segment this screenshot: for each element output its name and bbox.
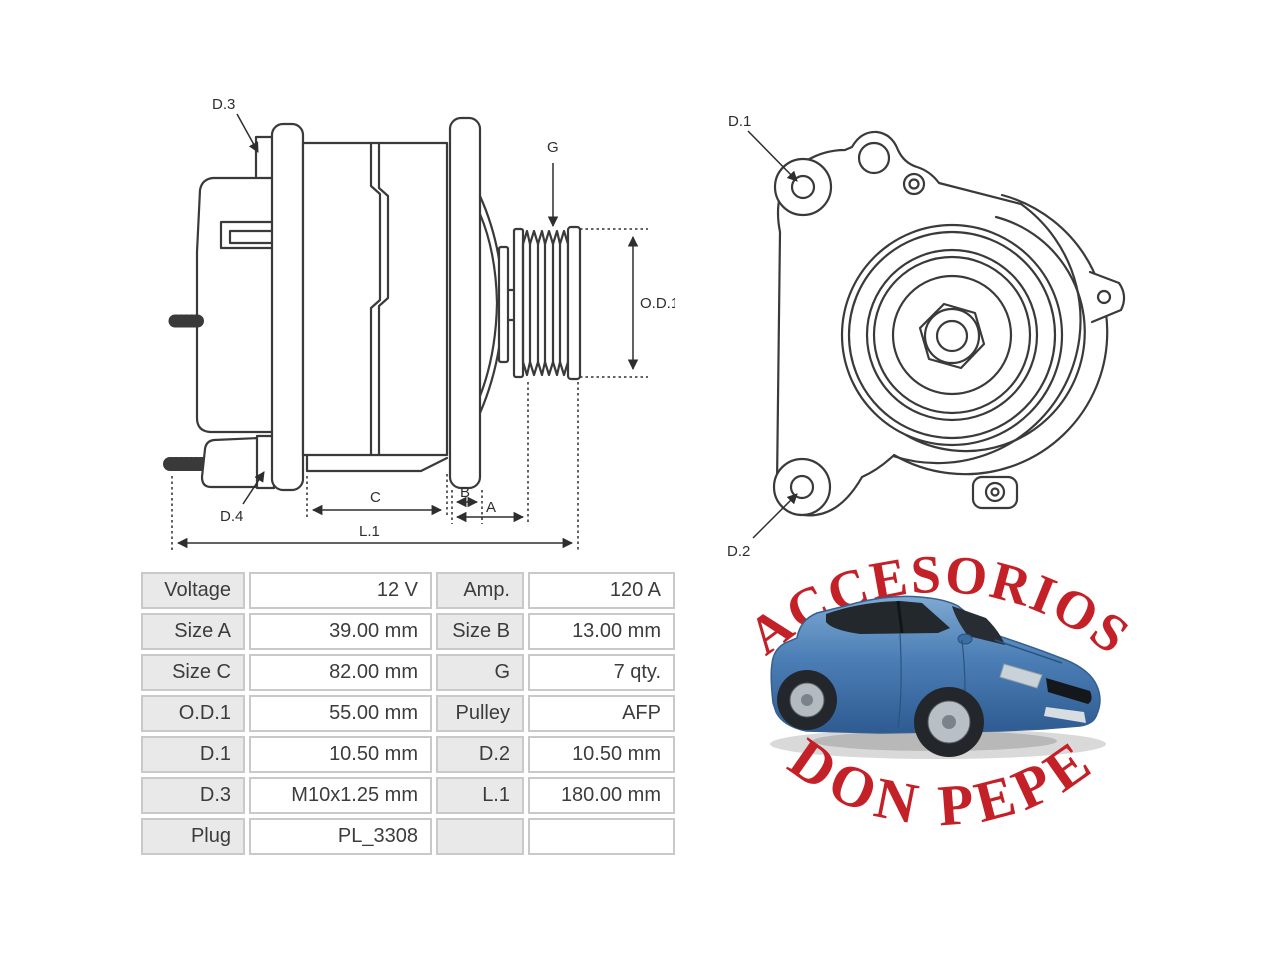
- spec-row: Size C 82.00 mm G 7 qty.: [141, 654, 675, 691]
- label-l1: L.1: [359, 523, 380, 540]
- side-view-dimension-labels: D.3 D.4 G O.D.1 C B A L.1: [212, 96, 675, 540]
- alternator-front-view-drawing: D.1 D.2: [727, 113, 1126, 560]
- alternator-side-body: [163, 116, 582, 492]
- label-b: B: [460, 484, 470, 501]
- front-view-leaders: [747, 130, 798, 539]
- car-image: [770, 595, 1106, 759]
- label-g: G: [547, 139, 559, 156]
- spec-value-cell: 13.00 mm: [528, 613, 675, 650]
- spec-table: Voltage 12 V Amp. 120 A Size A 39.00 mm …: [137, 568, 679, 859]
- car-windshield: [952, 606, 1005, 645]
- alternator-side-view-drawing: D.3 D.4 G O.D.1 C B A L.1: [163, 96, 675, 552]
- spec-label-cell: D.2: [436, 736, 524, 773]
- spec-value-cell: M10x1.25 mm: [249, 777, 432, 814]
- spec-row: Size A 39.00 mm Size B 13.00 mm: [141, 613, 675, 650]
- mount-ear-bottom: [772, 457, 832, 517]
- car-mirror: [957, 633, 973, 645]
- car-rear-wheel: [777, 670, 837, 730]
- car-lower-trim: [1044, 707, 1086, 723]
- front-view-dimension-labels: D.1 D.2: [727, 113, 751, 560]
- brand-logo: ACCESORIOS: [737, 544, 1140, 839]
- spec-label-cell: Plug: [141, 818, 245, 855]
- spec-value-cell: 120 A: [528, 572, 675, 609]
- spec-value-cell: 39.00 mm: [249, 613, 432, 650]
- pulley: [512, 225, 582, 381]
- spec-value-cell: 82.00 mm: [249, 654, 432, 691]
- label-a: A: [486, 499, 496, 516]
- spec-label-cell: G: [436, 654, 524, 691]
- shaft-nut: [918, 302, 986, 370]
- label-c: C: [370, 489, 381, 506]
- car-headlight: [999, 663, 1043, 689]
- label-d4: D.4: [220, 508, 243, 525]
- label-d3: D.3: [212, 96, 235, 113]
- label-d1: D.1: [728, 113, 751, 130]
- spec-label-cell: L.1: [436, 777, 524, 814]
- spec-label-cell: Amp.: [436, 572, 524, 609]
- spec-value-cell: 55.00 mm: [249, 695, 432, 732]
- spec-label-cell: O.D.1: [141, 695, 245, 732]
- car-front-wheel: [914, 687, 984, 757]
- side-view-dimensions: [171, 113, 648, 552]
- alternator-front-body: [772, 130, 1126, 517]
- spec-label-cell: Voltage: [141, 572, 245, 609]
- spec-row: D.1 10.50 mm D.2 10.50 mm: [141, 736, 675, 773]
- spec-label-cell: Pulley: [436, 695, 524, 732]
- spec-value-cell: PL_3308: [249, 818, 432, 855]
- spec-label-cell: D.3: [141, 777, 245, 814]
- spec-label-cell: Size B: [436, 613, 524, 650]
- spec-value-cell: 10.50 mm: [249, 736, 432, 773]
- label-d2: D.2: [727, 543, 750, 560]
- spec-value-cell: 7 qty.: [528, 654, 675, 691]
- spec-row: Plug PL_3308: [141, 818, 675, 855]
- spec-label-cell: Size C: [141, 654, 245, 691]
- car-side-glass: [826, 601, 950, 634]
- spec-label-cell: D.1: [141, 736, 245, 773]
- spec-label-cell: [436, 818, 524, 855]
- spec-row: Voltage 12 V Amp. 120 A: [141, 572, 675, 609]
- spec-value-cell: 180.00 mm: [528, 777, 675, 814]
- spec-label-cell: Size A: [141, 613, 245, 650]
- car-grille: [1046, 678, 1092, 704]
- spec-value-cell: 12 V: [249, 572, 432, 609]
- spec-row: D.3 M10x1.25 mm L.1 180.00 mm: [141, 777, 675, 814]
- spec-value-cell: 10.50 mm: [528, 736, 675, 773]
- spec-value-cell: [528, 818, 675, 855]
- spec-value-cell: AFP: [528, 695, 675, 732]
- label-od1: O.D.1: [640, 295, 675, 312]
- spec-row: O.D.1 55.00 mm Pulley AFP: [141, 695, 675, 732]
